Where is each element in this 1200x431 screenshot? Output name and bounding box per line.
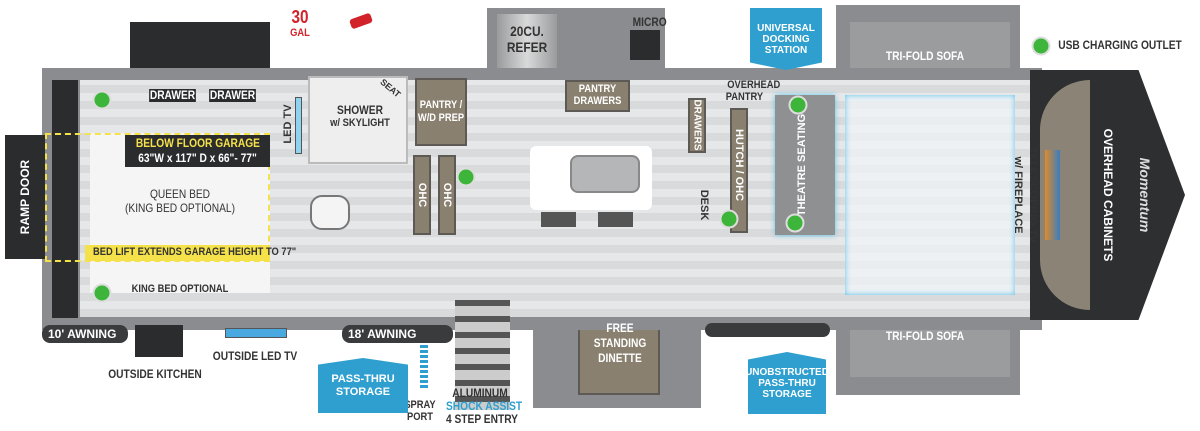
spray-port-hose-icon	[420, 345, 428, 390]
unobstructed-storage-badge: UNOBSTRUCTED PASS-THRU STORAGE	[748, 352, 826, 414]
usb-outlet	[92, 90, 112, 110]
pantry-wd-prep	[415, 78, 467, 146]
stool-right	[598, 212, 633, 227]
awning-front	[705, 323, 830, 337]
overhead-cabinets-label: OVERHEAD CABINETS	[1101, 128, 1115, 262]
toilet	[310, 195, 350, 230]
entry-label-1: ALUMINUM	[452, 386, 508, 400]
fuel-amount: 30	[291, 7, 309, 27]
sofa-bottom-label: TRI-FOLD SOFA	[885, 329, 965, 343]
usb-outlet	[456, 167, 476, 187]
usb-outlet	[788, 95, 808, 115]
ohc-label-2: OHC	[441, 182, 453, 208]
hutch-ohc	[730, 108, 748, 233]
queen-bed-label: QUEEN BED	[149, 187, 211, 201]
refrigerator	[497, 14, 557, 74]
garage-info-box	[125, 135, 270, 167]
theatre-seating-label: THEATRE SEATING	[796, 113, 808, 217]
desk-label: DESK	[698, 189, 710, 221]
rear-wall	[52, 80, 78, 318]
brand-logo: Momentum	[1137, 157, 1153, 233]
telescoping-tv-label: TELESCOPING TV	[1027, 147, 1039, 243]
awning-main: 18' AWNING	[342, 325, 453, 343]
fireplace-label: w/ FIREPLACE	[1012, 156, 1024, 234]
dinette-label-1: FREE	[606, 321, 634, 335]
ramp-door-label: RAMP DOOR	[18, 159, 32, 235]
drawer-right: DRAWER	[209, 88, 256, 102]
hutch-ohc-label: HUTCH / OHC	[733, 128, 745, 202]
usb-outlet	[719, 209, 739, 229]
shower-label: SHOWER	[337, 103, 383, 117]
outside-kitchen-label: OUTSIDE KITCHEN	[108, 367, 202, 381]
pantry-drawers-label-1: PANTRY	[578, 83, 617, 95]
shower	[308, 76, 408, 164]
living-floor	[845, 95, 1015, 295]
stool-left	[541, 212, 576, 227]
outside-kitchen	[135, 325, 183, 357]
outside-led-tv-label: OUTSIDE LED TV	[212, 349, 298, 363]
pantry-drawers-label-2: DRAWERS	[573, 95, 622, 107]
drawers-label: DRAWERS	[691, 99, 703, 151]
universal-docking-station-badge: UNIVERSAL DOCKING STATION	[750, 8, 822, 70]
dinette-label-3: DINETTE	[598, 351, 642, 365]
theatre-seating	[775, 95, 835, 235]
led-tv-label: LED TV	[282, 104, 294, 144]
bed-lift-label: BED LIFT EXTENDS GARAGE HEIGHT TO 77"	[93, 246, 297, 258]
dinette-label-2: STANDING	[593, 336, 647, 350]
spray-port-label: SPRAY PORT	[404, 399, 436, 423]
microwave	[630, 30, 660, 60]
entry-steps	[455, 300, 510, 410]
drawers-desk	[688, 98, 706, 153]
king-bed-label: KING BED OPTIONAL	[131, 283, 229, 295]
ohc-label-1: OHC	[416, 182, 428, 208]
ohc-bath	[413, 155, 431, 235]
entry-label-2: SHOCK ASSIST	[446, 399, 523, 413]
fuel-nozzle-icon	[348, 12, 374, 30]
usb-outlet	[785, 213, 805, 233]
garage-title: BELOW FLOOR GARAGE	[135, 136, 260, 150]
fuel-unit: GAL	[290, 27, 310, 39]
sofa-top	[850, 22, 1010, 72]
skylight-label: w/ SKYLIGHT	[330, 117, 390, 129]
ramp-door[interactable]	[5, 135, 45, 259]
usb-legend-label: USB CHARGING OUTLET	[1058, 38, 1182, 52]
outside-led-tv	[225, 328, 287, 338]
pass-thru-storage-badge: PASS-THRU STORAGE	[318, 358, 408, 413]
wd-prep-label: W/D PREP	[417, 112, 465, 124]
entry-label-3: 4 STEP ENTRY	[446, 412, 518, 426]
pantry-label: PANTRY /	[419, 99, 463, 111]
garage-outline	[45, 133, 270, 262]
garage-dimensions: 63"W x 117" D x 66"- 77"	[138, 151, 257, 165]
sink	[570, 155, 640, 193]
telescoping-tv	[1045, 150, 1060, 240]
refer-label: REFER	[506, 39, 548, 55]
garage-storage-slide	[130, 22, 270, 74]
micro-label: MICRO	[632, 15, 667, 29]
awning-rear: 10' AWNING	[42, 325, 128, 343]
drawer-left: DRAWER	[149, 88, 196, 102]
ohc-kitchen	[438, 155, 456, 235]
usb-outlet	[92, 283, 112, 303]
led-tv	[295, 97, 302, 154]
pantry-drawers	[565, 80, 630, 112]
usb-legend-icon	[1031, 36, 1051, 56]
bed-lift-banner	[85, 245, 270, 261]
king-bed-optional-label: (KING BED OPTIONAL)	[125, 201, 235, 215]
sofa-top-label: TRI-FOLD SOFA	[885, 49, 965, 63]
refer-size-label: 20CU.	[510, 23, 544, 39]
overhead-pantry-label-1: OVERHEAD	[727, 79, 781, 91]
overhead-pantry-label-2: PANTRY	[725, 91, 764, 103]
